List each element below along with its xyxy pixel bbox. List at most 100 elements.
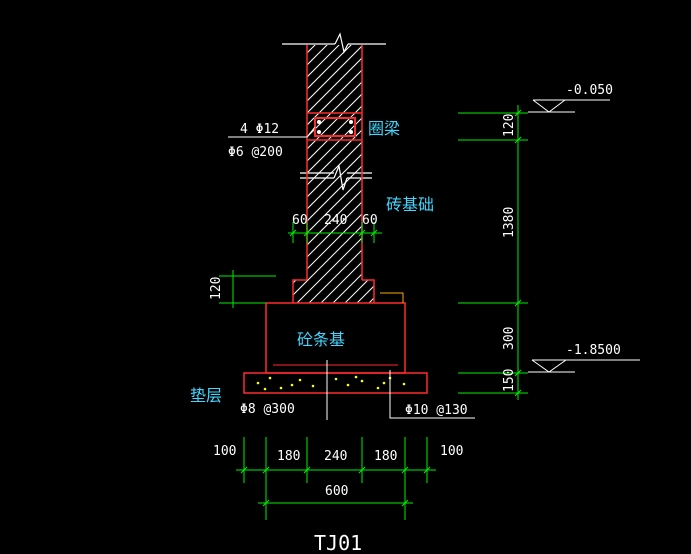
hatch-line xyxy=(664,20,691,320)
hatch-line xyxy=(293,45,374,303)
label-cushion: 垫层 xyxy=(190,386,222,405)
aggregate-dot xyxy=(360,379,364,383)
hatch-line xyxy=(293,45,374,303)
dim-b-mid: 240 xyxy=(324,449,347,464)
label-ring-beam: 圈梁 xyxy=(368,119,400,138)
break-line-middle xyxy=(300,163,372,191)
hatch-line xyxy=(592,20,691,320)
hatch-line xyxy=(484,20,691,320)
dimension-lines xyxy=(219,105,528,520)
hatch-line xyxy=(293,45,329,303)
hatch-line xyxy=(436,20,691,320)
dim-v-brick: 1380 xyxy=(502,207,517,238)
break-line-top xyxy=(282,32,386,54)
hatch-line xyxy=(568,20,691,320)
strip-corner-mark xyxy=(380,292,404,303)
hatch-line xyxy=(293,45,374,303)
hatch-line xyxy=(628,20,691,320)
cushion-layer xyxy=(243,372,428,394)
hatch-line xyxy=(616,20,691,320)
aggregate-dot xyxy=(402,382,406,386)
aggregate-dot xyxy=(334,377,338,381)
aggregate-dot xyxy=(263,387,267,391)
hatch-line xyxy=(351,45,374,303)
hatch-line xyxy=(556,20,691,320)
hatch-line xyxy=(293,45,317,303)
dim-b-total: 600 xyxy=(325,484,348,499)
brick-wall-outline xyxy=(292,45,375,303)
hatch-line xyxy=(293,45,374,303)
dim-step-height: 120 xyxy=(209,277,224,300)
label-brick-foundation: 砖基础 xyxy=(386,195,434,214)
dim-b-left-out: 100 xyxy=(213,444,236,459)
hatch-line xyxy=(604,20,691,320)
dim-wall-mid: 240 xyxy=(324,213,347,228)
leader-lines xyxy=(228,126,475,420)
dim-v-ring: 120 xyxy=(502,114,517,137)
hatch-line xyxy=(0,20,280,320)
brick-hatch xyxy=(0,20,691,320)
hatch-line xyxy=(472,20,691,320)
aggregate-dot xyxy=(346,383,350,387)
elevation-top: -0.050 xyxy=(566,83,613,98)
elevation-bottom: -1.8500 xyxy=(566,343,621,358)
hatch-line xyxy=(315,45,374,303)
aggregate-dot xyxy=(382,381,386,385)
rebar-bottom-left: Φ8 @300 xyxy=(240,402,295,417)
aggregate-dot xyxy=(256,381,260,385)
hatch-line xyxy=(303,45,374,303)
hatch-line xyxy=(652,20,691,320)
hatch-line xyxy=(412,20,691,320)
hatch-line xyxy=(532,20,691,320)
dim-wall-right: 60 xyxy=(362,213,378,228)
hatch-line xyxy=(293,45,374,303)
hatch-line xyxy=(448,20,691,320)
hatch-line xyxy=(293,45,374,303)
label-concrete-strip: 砼条基 xyxy=(297,330,345,349)
hatch-line xyxy=(0,20,292,320)
hatch-line xyxy=(520,20,691,320)
hatch-line xyxy=(388,20,688,320)
hatch-line xyxy=(400,20,691,320)
hatch-line xyxy=(580,20,691,320)
hatch-line xyxy=(376,20,676,320)
dim-wall-left: 60 xyxy=(292,213,308,228)
hatch-line xyxy=(460,20,691,320)
hatch-line xyxy=(339,45,374,303)
aggregate-dot xyxy=(311,384,315,388)
hatch-line xyxy=(293,45,374,303)
hatch-line xyxy=(293,45,374,303)
hatch-line xyxy=(293,45,374,303)
hatch-line xyxy=(293,45,374,303)
hatch-line xyxy=(544,20,691,320)
hatch-line xyxy=(327,45,374,303)
aggregate-dot xyxy=(279,386,283,390)
dim-v-cushion: 150 xyxy=(502,369,517,392)
rebar-ring-main: 4 Φ12 xyxy=(240,122,279,137)
hatch-line xyxy=(293,45,374,303)
hatch-line xyxy=(676,20,691,320)
elevation-markers xyxy=(528,99,640,373)
hatch-line xyxy=(293,45,305,303)
hatch-line xyxy=(363,45,374,303)
dim-v-strip: 300 xyxy=(502,327,517,350)
hatch-line xyxy=(293,45,374,303)
dim-b-left: 180 xyxy=(277,449,300,464)
drawing-title: TJ01 xyxy=(314,531,362,554)
aggregate-dot xyxy=(290,383,294,387)
hatch-line xyxy=(293,45,374,303)
dim-b-right-out: 100 xyxy=(440,444,463,459)
hatch-line xyxy=(293,45,374,303)
hatch-line xyxy=(293,45,374,303)
aggregate-dot xyxy=(268,376,272,380)
hatch-line xyxy=(640,20,691,320)
hatch-line xyxy=(293,45,365,303)
hatch-line xyxy=(508,20,691,320)
hatch-line xyxy=(293,45,374,303)
hatch-line xyxy=(496,20,691,320)
hatch-line xyxy=(293,45,374,303)
rebar-ring-stirrup: Φ6 @200 xyxy=(228,145,283,160)
aggregate-dot xyxy=(354,375,358,379)
